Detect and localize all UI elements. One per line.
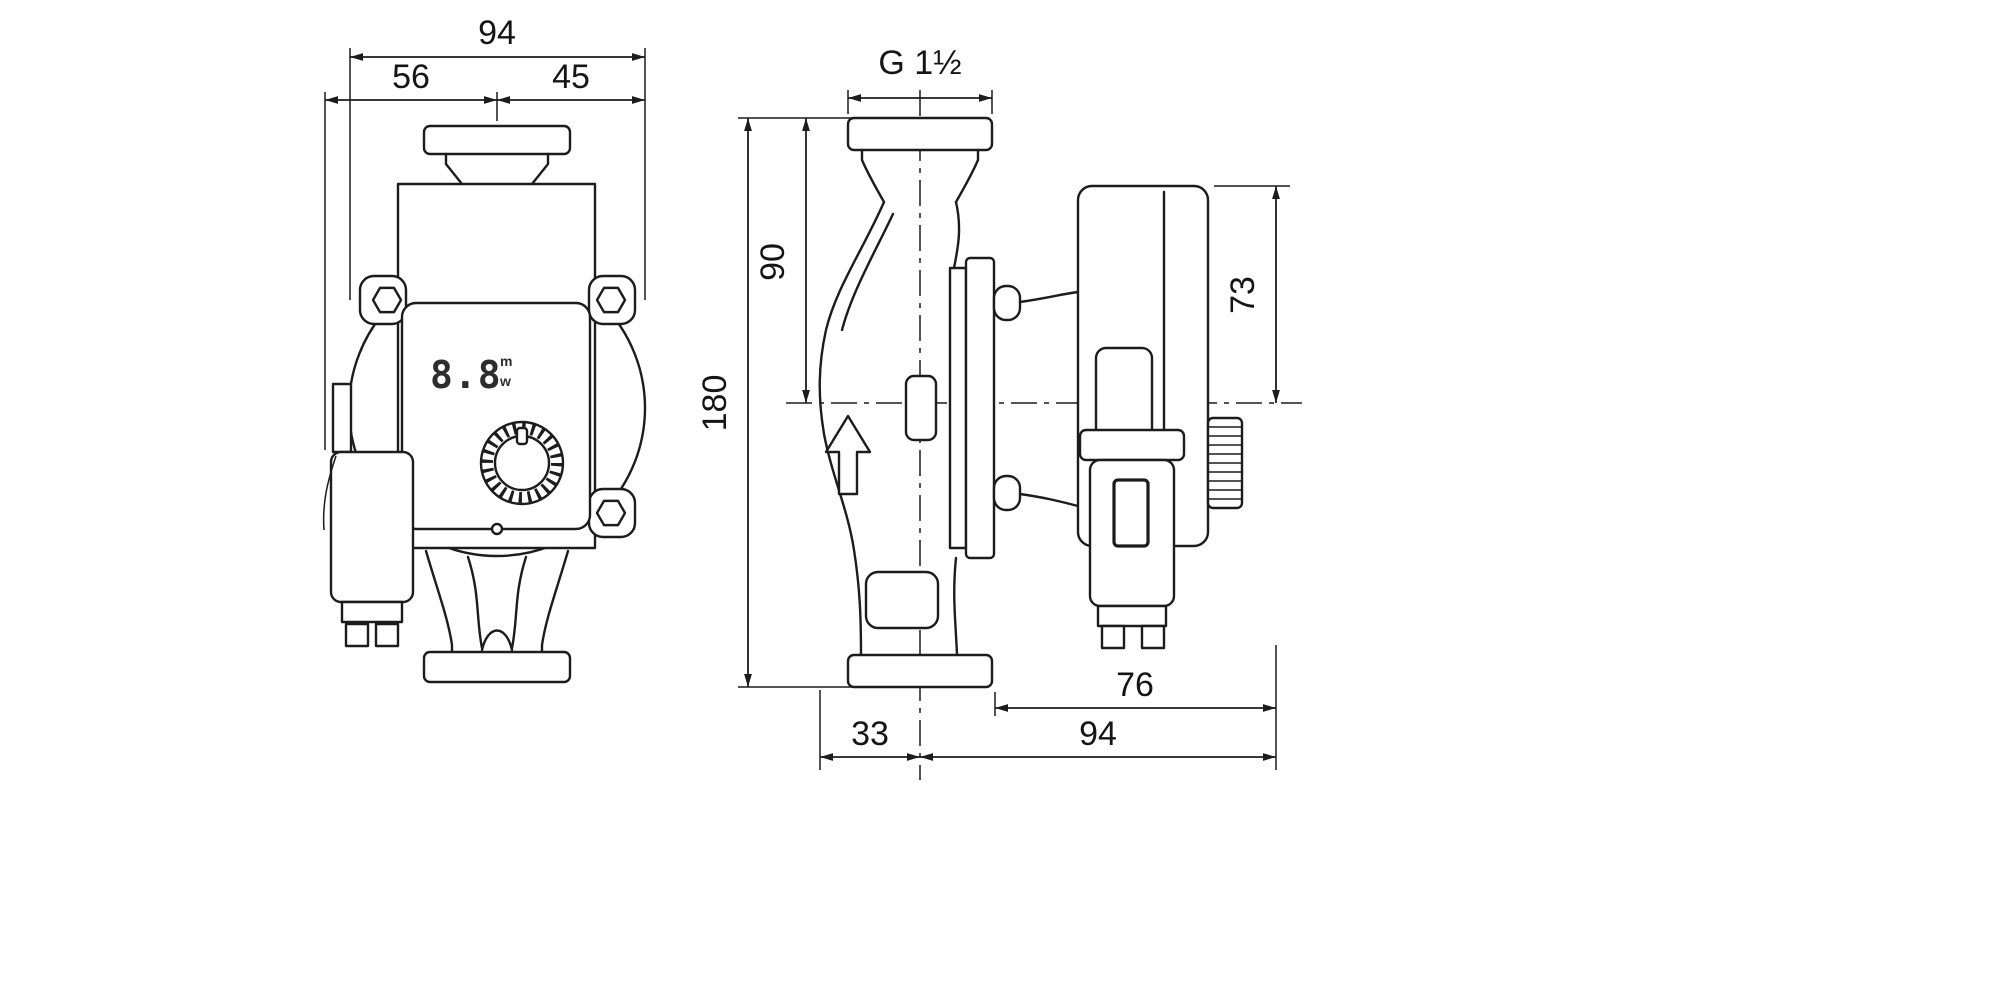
dim-center-to-front-label: 33 (851, 715, 889, 753)
terminal-box-front (322, 382, 415, 648)
dim-module-depth-label: 76 (1116, 666, 1154, 704)
front-view: 8.8 m w (322, 124, 647, 684)
motor-flange-plates (948, 256, 1080, 560)
side-view (786, 90, 1302, 780)
dim-overall-height-label: 180 (696, 375, 734, 432)
side-view-dimensions: G 1½ 180 90 73 76 33 94 (696, 44, 1290, 770)
bottom-casting (424, 549, 570, 654)
dim-center-to-rear-label: 94 (1079, 715, 1117, 753)
terminal-window (1112, 478, 1150, 548)
flow-direction-arrow (824, 414, 872, 496)
knob-tick-ring (481, 422, 563, 504)
bottom-flange-front (422, 650, 572, 684)
faceplate-screw (490, 522, 504, 536)
casing-boss (904, 374, 938, 442)
cable-gland (331, 382, 353, 454)
nameplate (864, 570, 940, 630)
vent-plug (1206, 416, 1244, 510)
dim-overall-width-label: 94 (478, 14, 516, 52)
lcd-display: 8.8 m w (430, 353, 512, 397)
knob-pointer-notch (515, 426, 529, 446)
front-view-dimensions: 94 56 45 (324, 14, 646, 450)
pump-casing-side (818, 116, 994, 689)
display-value: 8.8 (430, 353, 502, 397)
display-unit-bottom: w (499, 373, 511, 389)
dim-flange-to-center-label: 90 (754, 243, 792, 281)
top-flange-front (422, 124, 572, 186)
top-flange-side (846, 116, 994, 152)
power-cable (322, 455, 337, 531)
flange-bolt-top (992, 284, 1022, 322)
motor-window (1094, 346, 1154, 442)
dim-center-to-motor-top-label: 73 (1224, 276, 1262, 314)
dim-pipe-connection-label: G 1½ (878, 44, 961, 82)
dim-width-right-label: 45 (552, 58, 590, 96)
display-unit-top: m (500, 353, 512, 369)
flange-bolt-bottom (992, 474, 1022, 512)
bottom-flange-side (846, 653, 994, 689)
control-knob[interactable] (479, 420, 565, 506)
terminal-box-side (1078, 428, 1186, 650)
dim-width-left-label: 56 (392, 58, 430, 96)
